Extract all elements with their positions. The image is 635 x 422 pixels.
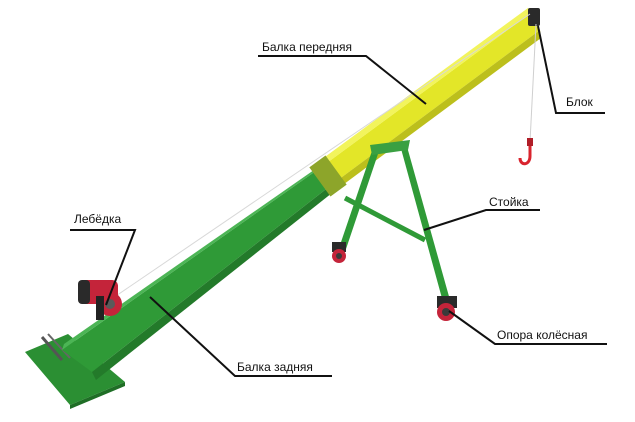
- base-lever-2: [47, 333, 71, 359]
- rear-beam: [62, 168, 330, 372]
- front-beam: [320, 12, 540, 186]
- front-beam-side: [330, 30, 541, 193]
- base-plate: [25, 334, 125, 405]
- post-leg-back: [340, 145, 380, 249]
- leader-front-beam: [258, 55, 427, 105]
- leader-winch: [70, 229, 137, 306]
- post-brace: [343, 195, 427, 243]
- cable-down: [529, 23, 537, 143]
- joint-plate: [309, 155, 347, 197]
- label-front-beam: Балка передняя: [262, 40, 352, 54]
- rear-beam-side: [92, 186, 332, 380]
- block-pulley: [528, 8, 540, 26]
- winch: [78, 280, 122, 320]
- label-rear-beam: Балка задняя: [237, 360, 313, 374]
- hook: [518, 142, 532, 166]
- label-winch: Лебёдка: [74, 212, 122, 226]
- post-leg-front: [400, 143, 450, 302]
- wheel-left: [332, 242, 346, 263]
- label-wheel-support: Опора колёсная: [497, 328, 588, 342]
- hook-block: [527, 138, 533, 146]
- wheel-right: [437, 296, 457, 321]
- base-lever: [40, 336, 64, 361]
- rear-beam-top: [62, 163, 324, 350]
- leader-rear-beam: [149, 296, 332, 377]
- cable-along-beam: [109, 13, 531, 301]
- label-block: Блок: [566, 95, 593, 109]
- label-post: Стойка: [489, 195, 529, 209]
- leader-post: [423, 209, 540, 231]
- post-top-mount: [370, 140, 410, 155]
- leader-block: [537, 25, 605, 114]
- base-plate-edge: [70, 382, 125, 409]
- front-beam-top: [318, 8, 532, 168]
- leader-wheel: [448, 310, 607, 345]
